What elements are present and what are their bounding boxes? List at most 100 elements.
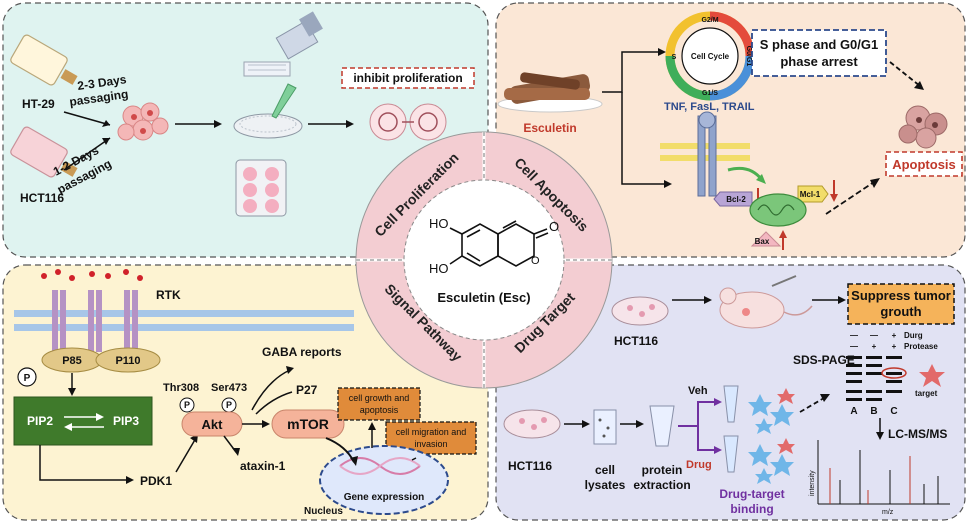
dish-hct116-top-icon <box>611 296 669 326</box>
protein-stars-veh <box>748 388 795 434</box>
drug-label: Drug <box>686 459 712 471</box>
drug-tube-icon <box>723 435 739 473</box>
phase-g1s: G1/S <box>702 90 718 97</box>
rtk-receptors-icon <box>14 269 354 352</box>
extraction-line2: extraction <box>633 478 690 492</box>
growth-line1: cell growth and <box>349 393 410 403</box>
binding-line1: Drug-target <box>719 487 784 501</box>
p85-label: P85 <box>62 355 82 367</box>
molecule-name: Esculetin (Esc) <box>437 290 530 305</box>
hct116-bottom-label: HCT116 <box>508 459 552 473</box>
arrow-to-pdk1 <box>39 445 130 481</box>
cell-line-ht29: HT-29 <box>22 97 55 111</box>
mcl1-label: Mcl-1 <box>800 190 821 199</box>
ms-y-label: intensity <box>809 470 816 496</box>
dish-hct116-bottom-icon <box>503 409 561 439</box>
suppress-line1: Suppress tumor <box>851 288 951 303</box>
lysates-line2: lysates <box>585 478 626 492</box>
veh-label: Veh <box>688 385 708 397</box>
arrow-to-veh <box>678 401 718 427</box>
pip-box <box>13 396 153 446</box>
death-receptor-icon <box>660 111 750 197</box>
arrow-arrest-to-apoptosis <box>889 61 921 87</box>
cell-cycle-wheel <box>665 11 755 101</box>
p110-node <box>95 347 161 373</box>
mass-spectra-icon <box>817 440 950 505</box>
bcl2-badge <box>713 191 753 207</box>
ring-oxygen-label: O <box>531 255 540 267</box>
ser473-label: Ser473 <box>211 382 247 394</box>
bax-label: Bax <box>755 237 770 246</box>
lcms-label: LC-MS/MS <box>888 427 947 441</box>
phase-g0g1: G0/G1 <box>745 46 752 67</box>
bcl2-label: Bcl-2 <box>726 195 746 204</box>
apoptosis-label: Apoptosis <box>892 157 956 172</box>
target-band-highlight <box>881 367 907 379</box>
target-label: target <box>915 389 938 398</box>
inhibit-proliferation-label: inhibit proliferation <box>353 71 462 85</box>
gel-bands <box>846 356 902 401</box>
sds-page-label: SDS-PAGE <box>793 353 855 367</box>
esculetin-label: Esculetin <box>523 121 576 135</box>
arrow-ht29 <box>63 111 111 126</box>
apoptosis-box <box>885 151 963 177</box>
mouse-icon <box>719 275 813 329</box>
center-hub: Cell Proliferation Cell Apoptosis Signal… <box>355 131 613 389</box>
gel-row2-label: Protease <box>904 342 938 351</box>
pip2-label: PIP2 <box>27 414 53 428</box>
passage-top-line1: 2-3 Days <box>76 72 127 93</box>
phase-s: S <box>672 54 677 61</box>
mtor-node <box>271 409 345 439</box>
multichannel-pipette-icon <box>243 11 323 77</box>
lane-c: C <box>890 406 897 417</box>
phase-g2m: G2/M <box>701 17 718 24</box>
ms-x-label: m/z <box>882 509 894 516</box>
lysate-tube-icon <box>593 409 617 445</box>
growth-line2: apoptosis <box>360 405 399 415</box>
suppress-box <box>847 283 955 325</box>
extraction-tube-icon <box>649 405 675 447</box>
cell-cluster-icon <box>117 102 169 141</box>
gel-row1-a: — <box>850 331 858 340</box>
flask-hct116-icon <box>10 126 78 178</box>
arrow-akt-to-p27 <box>255 391 293 415</box>
veh-tube-icon <box>723 385 739 423</box>
ataxin-label: ataxin-1 <box>240 459 286 473</box>
phospho-badge-thr <box>179 397 195 413</box>
gaba-label: GABA reports <box>262 345 342 359</box>
six-well-plate-icon <box>235 159 287 217</box>
gene-expression-label: Gene expression <box>344 492 425 503</box>
oh-top-label: HO <box>429 216 449 231</box>
p110-label: P110 <box>115 355 140 367</box>
phospho-label-ser: P <box>226 400 232 410</box>
phase-arrest-box <box>751 29 887 77</box>
inhibit-proliferation-box <box>341 67 475 89</box>
apoptotic-cells-icon <box>898 105 948 149</box>
flask-ht29-icon <box>10 34 78 86</box>
akt-label: Akt <box>202 417 224 432</box>
protein-stars-drug <box>748 438 795 484</box>
phase-arrest-line2: phase arrest <box>780 54 858 69</box>
cell-line-hct116: HCT116 <box>20 191 64 205</box>
arrow-to-drug <box>697 426 718 451</box>
arrow-mito-to-apoptosis <box>825 181 875 215</box>
mtor-label: mTOR <box>287 416 329 432</box>
bax-badge <box>750 231 782 247</box>
lane-b: B <box>870 406 877 417</box>
dividing-cell-icon <box>369 103 447 141</box>
thr308-label: Thr308 <box>163 382 199 394</box>
target-star-icon <box>919 364 945 387</box>
hct116-top-label: HCT116 <box>614 334 658 348</box>
pdk1-label: PDK1 <box>140 474 172 488</box>
ligands-label: TNF, FasL, TRAIL <box>664 101 755 113</box>
migration-line2: invasion <box>414 439 447 449</box>
arrow-hct116 <box>63 137 111 171</box>
migration-line1: cell migration and <box>396 427 467 437</box>
pip3-label: PIP3 <box>113 414 139 428</box>
gel-row1-c: + <box>892 331 897 340</box>
lane-a: A <box>850 406 857 417</box>
lysates-line1: cell <box>595 463 615 477</box>
nucleus-shape <box>319 445 449 515</box>
